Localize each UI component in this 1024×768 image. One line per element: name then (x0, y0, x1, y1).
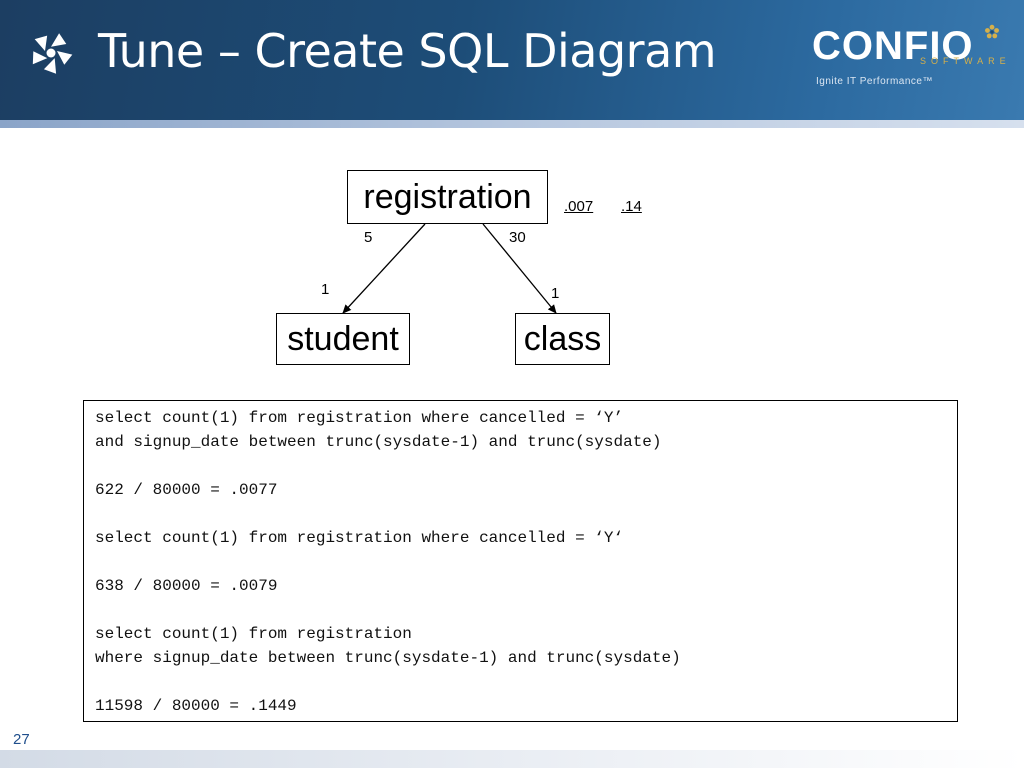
logo-flower-icon (985, 24, 999, 39)
sql-line (95, 670, 946, 694)
sql-queries-box: select count(1) from registration where … (83, 400, 958, 722)
page-number: 27 (13, 731, 30, 748)
slide-header: Tune – Create SQL Diagram CONFIO SOFTWAR… (0, 0, 1024, 120)
sql-line: select count(1) from registration where … (95, 409, 624, 427)
edge-class-upper-label: 30 (509, 229, 526, 246)
slide-footer-bar (0, 750, 1024, 768)
edge-class-lower-label: 1 (551, 285, 560, 302)
node-class: class (515, 313, 610, 365)
sql-result-line: 622 / 80000 = .0077 (95, 481, 278, 499)
sql-line: where signup_date between trunc(sysdate-… (95, 649, 681, 667)
confio-logo: CONFIO SOFTWARE Ignite IT Performance™ (812, 22, 1008, 92)
sql-line (95, 550, 946, 574)
sql-diagram: registration student class 5 1 30 1 .007… (276, 170, 642, 365)
sql-line (95, 454, 946, 478)
edge-registration-class (482, 223, 557, 314)
edge-registration-student (342, 223, 426, 314)
edge-student-lower-label: 1 (321, 281, 330, 298)
sql-line: select count(1) from registration (95, 625, 412, 643)
sql-line (95, 502, 946, 526)
slide-title: Tune – Create SQL Diagram (98, 24, 717, 78)
node-student: student (276, 313, 410, 365)
filter-ratio-1: .007 (564, 198, 594, 215)
header-stripe (0, 120, 1024, 128)
sql-line: select count(1) from registration where … (95, 529, 624, 547)
sql-line (95, 598, 946, 622)
filter-ratio-2: .14 (621, 198, 642, 215)
node-registration: registration (347, 170, 548, 224)
logo-tagline: Ignite IT Performance™ (816, 76, 933, 87)
flower-icon (32, 33, 73, 74)
sql-result-line: 11598 / 80000 = .1449 (95, 697, 297, 715)
logo-subtext: SOFTWARE (920, 56, 1011, 66)
logo-wordmark: CONFIO (812, 24, 974, 68)
diagram-edges (342, 223, 557, 314)
sql-line: and signup_date between trunc(sysdate-1)… (95, 433, 662, 451)
sql-result-line: 638 / 80000 = .0079 (95, 577, 278, 595)
edge-student-upper-label: 5 (364, 229, 373, 246)
